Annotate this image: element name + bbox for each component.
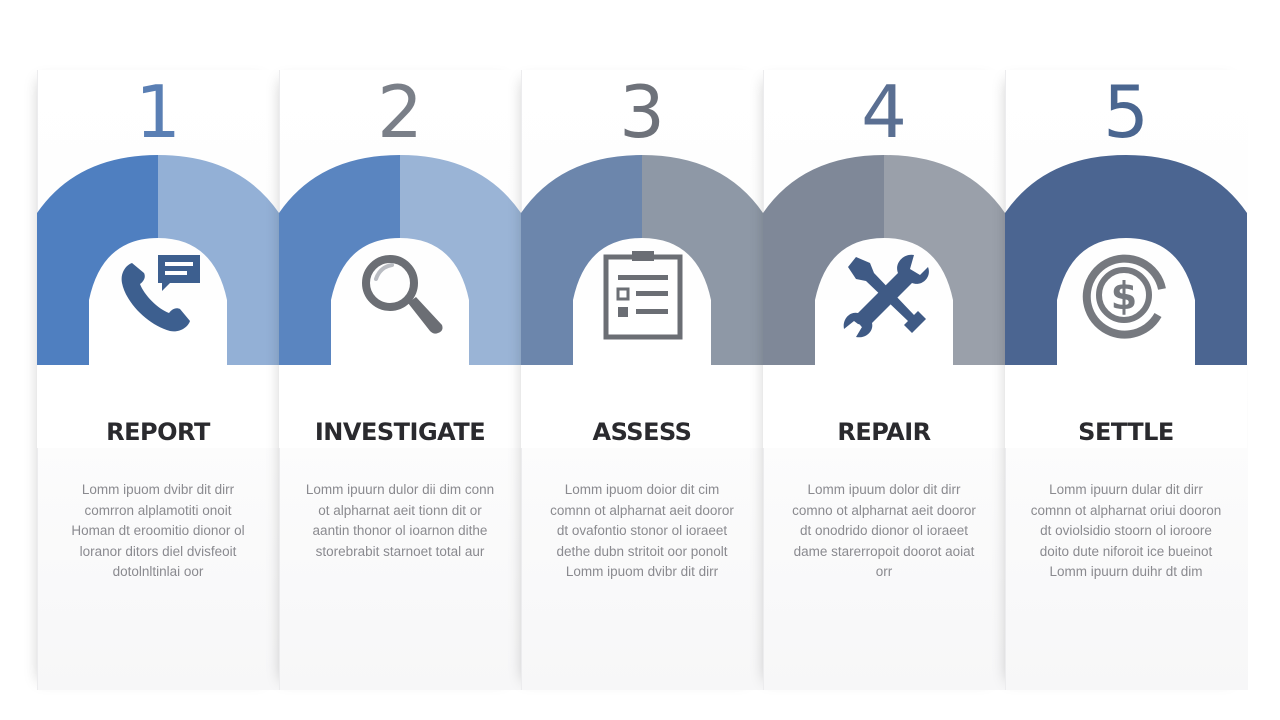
step-arch	[1005, 155, 1247, 448]
step-number: 2	[377, 70, 423, 154]
step-investigate: 2 INVESTIGATE Lomm ipuurn dulor dii dim …	[279, 70, 522, 700]
step-title: ASSESS	[592, 418, 692, 446]
step-arch	[37, 155, 279, 448]
tools-icon	[834, 245, 934, 345]
step-description: Lomm ipuurn dular dit dirr comnn ot alph…	[1030, 482, 1222, 579]
step-number: 5	[1103, 70, 1149, 154]
step-assess: 3 ASSESS Lomm ipuom doior dit cim comnn …	[521, 70, 764, 700]
step-number: 1	[135, 70, 181, 154]
step-title: INVESTIGATE	[314, 418, 486, 446]
dollar-coin-icon: $	[1076, 245, 1176, 345]
step-settle: 5 $ SETTLE Lomm ipuurn dular dit dirr co…	[1005, 70, 1248, 700]
step-arch	[763, 155, 1005, 448]
step-description: Lomm ipuurn dulor dii dim conn ot alphar…	[305, 482, 495, 559]
step-number: 4	[861, 70, 907, 154]
checklist-icon	[592, 245, 692, 345]
step-repair: 4 REPAIR Lomm ipuum dolor dit dirr comno…	[763, 70, 1006, 700]
step-report: 1 REPORT Lomm ipuom dvibr dit dirr comrr…	[37, 70, 280, 700]
step-number: 3	[619, 70, 665, 154]
step-description: Lomm ipuom doior dit cim comnn ot alphar…	[550, 482, 734, 579]
step-title: REPAIR	[837, 418, 931, 446]
step-description: Lomm ipuum dolor dit dirr comno ot alpha…	[792, 482, 976, 579]
step-arch	[521, 155, 763, 448]
step-arch	[279, 155, 521, 448]
phone-chat-icon	[108, 245, 208, 345]
step-description: Lomm ipuom dvibr dit dirr comrron alplam…	[71, 482, 245, 579]
svg-text:$: $	[1111, 274, 1137, 318]
step-title: REPORT	[106, 418, 210, 446]
magnifier-icon	[350, 245, 450, 345]
step-title: SETTLE	[1078, 418, 1174, 446]
